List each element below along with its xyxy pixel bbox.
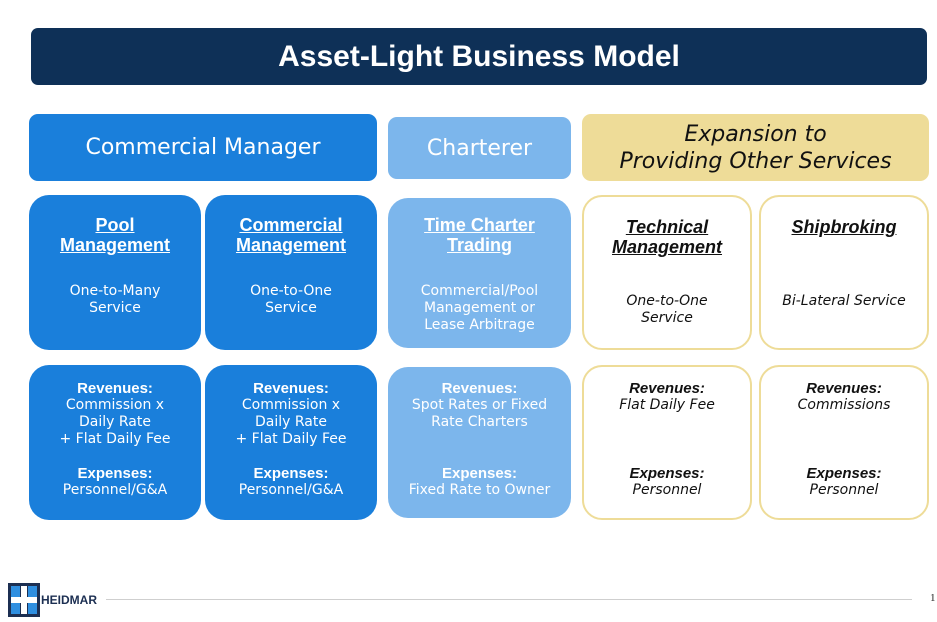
financials-commercial-exp-label: Expenses: [253,465,329,482]
financials-time-charter-rev: Spot Rates or Fixed Rate Charters [411,397,548,430]
card-pool-title: Pool Management [59,215,171,255]
card-time-charter-desc: Commercial/Pool Management or Lease Arbi… [420,283,539,333]
financials-technical-exp: Personnel [632,482,702,498]
card-pool-management: Pool Management One-to-Many Service [29,195,201,350]
financials-commercial-rev: Commission x Daily Rate + Flat Daily Fee [235,397,347,447]
header-commercial-manager: Commercial Manager [29,114,377,181]
logo-text: HEIDMAR [41,593,97,607]
page-title: Asset-Light Business Model [31,28,927,85]
financials-pool-exp: Personnel/G&A [62,482,168,498]
financials-technical: Revenues: Flat Daily Fee Expenses: Perso… [582,365,752,520]
card-shipbroking-desc: Bi-Lateral Service [782,293,906,309]
financials-shipbroking: Revenues: Commissions Expenses: Personne… [759,365,929,520]
header-charterer: Charterer [388,117,571,179]
card-shipbroking: Shipbroking Bi-Lateral Service [759,195,929,350]
heidmar-logo-icon [8,583,40,617]
card-technical-desc: One-to-One Service [626,293,708,326]
card-commercial-desc: One-to-One Service [250,283,332,316]
header-expansion-label: Expansion to Providing Other Services [619,121,892,174]
financials-time-charter-exp: Fixed Rate to Owner [408,482,551,498]
financials-technical-exp-label: Expenses: [629,465,705,482]
financials-shipbroking-rev: Commissions [797,397,891,413]
financials-commercial-exp: Personnel/G&A [238,482,344,498]
financials-pool-exp-label: Expenses: [77,465,153,482]
financials-technical-rev-label: Revenues: [629,380,705,397]
financials-pool: Revenues: Commission x Daily Rate + Flat… [29,365,201,520]
financials-commercial-rev-label: Revenues: [253,380,329,397]
card-time-charter-title: Time Charter Trading [424,215,535,255]
header-charterer-label: Charterer [426,135,533,161]
card-technical-management: Technical Management One-to-One Service [582,195,752,350]
card-time-charter-trading: Time Charter Trading Commercial/Pool Man… [388,198,571,348]
page-number: 1 [930,592,936,604]
financials-shipbroking-exp: Personnel [809,482,879,498]
financials-technical-rev: Flat Daily Fee [619,397,715,413]
financials-shipbroking-exp-label: Expenses: [806,465,882,482]
header-commercial-manager-label: Commercial Manager [85,135,321,160]
footer-divider [106,599,912,600]
card-pool-desc: One-to-Many Service [69,283,161,316]
financials-pool-rev-label: Revenues: [77,380,153,397]
header-expansion: Expansion to Providing Other Services [582,114,929,181]
financials-pool-rev: Commission x Daily Rate + Flat Daily Fee [59,397,171,447]
card-technical-title: Technical Management [611,217,723,257]
financials-shipbroking-rev-label: Revenues: [806,380,882,397]
card-commercial-title: Commercial Management [235,215,347,255]
financials-time-charter-rev-label: Revenues: [441,380,518,397]
financials-time-charter: Revenues: Spot Rates or Fixed Rate Chart… [388,367,571,518]
financials-commercial: Revenues: Commission x Daily Rate + Flat… [205,365,377,520]
financials-time-charter-exp-label: Expenses: [441,465,518,482]
card-commercial-management: Commercial Management One-to-One Service [205,195,377,350]
card-shipbroking-title: Shipbroking [791,217,897,237]
